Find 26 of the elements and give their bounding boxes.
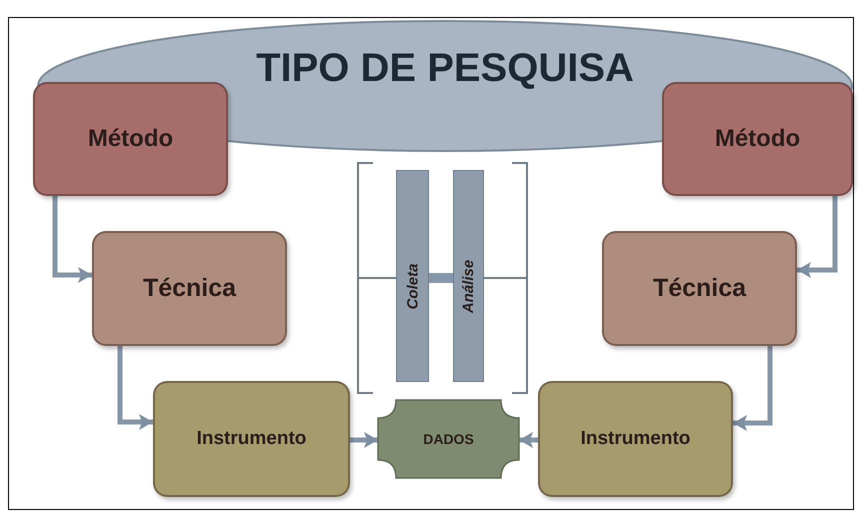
arrow [52, 196, 92, 283]
instrument-box [153, 381, 350, 497]
method-box [662, 82, 853, 196]
connector-bar [429, 273, 453, 283]
method-box [33, 82, 228, 196]
arrow [118, 346, 153, 430]
arrow [519, 432, 538, 448]
node-label: Técnica [652, 274, 746, 303]
node-label: TIPO DE PESQUISA [256, 46, 634, 90]
node-label: Análise [460, 259, 477, 313]
technique-box [92, 231, 287, 346]
arrow [797, 196, 838, 278]
instrument-box [538, 381, 733, 497]
technique-box [602, 231, 797, 346]
node-label: Método [88, 125, 174, 153]
node-label: DADOS [423, 431, 474, 447]
vertical-bar [453, 170, 484, 382]
arrow [733, 346, 772, 431]
node-label: Método [714, 125, 800, 153]
vertical-bar [396, 170, 429, 382]
node-label: Técnica [142, 274, 236, 303]
data-shape [378, 400, 519, 478]
arrow [350, 432, 378, 448]
node-label: Instrumento [580, 428, 690, 450]
node-label: Instrumento [196, 428, 306, 450]
node-label: Coleta [404, 263, 421, 309]
